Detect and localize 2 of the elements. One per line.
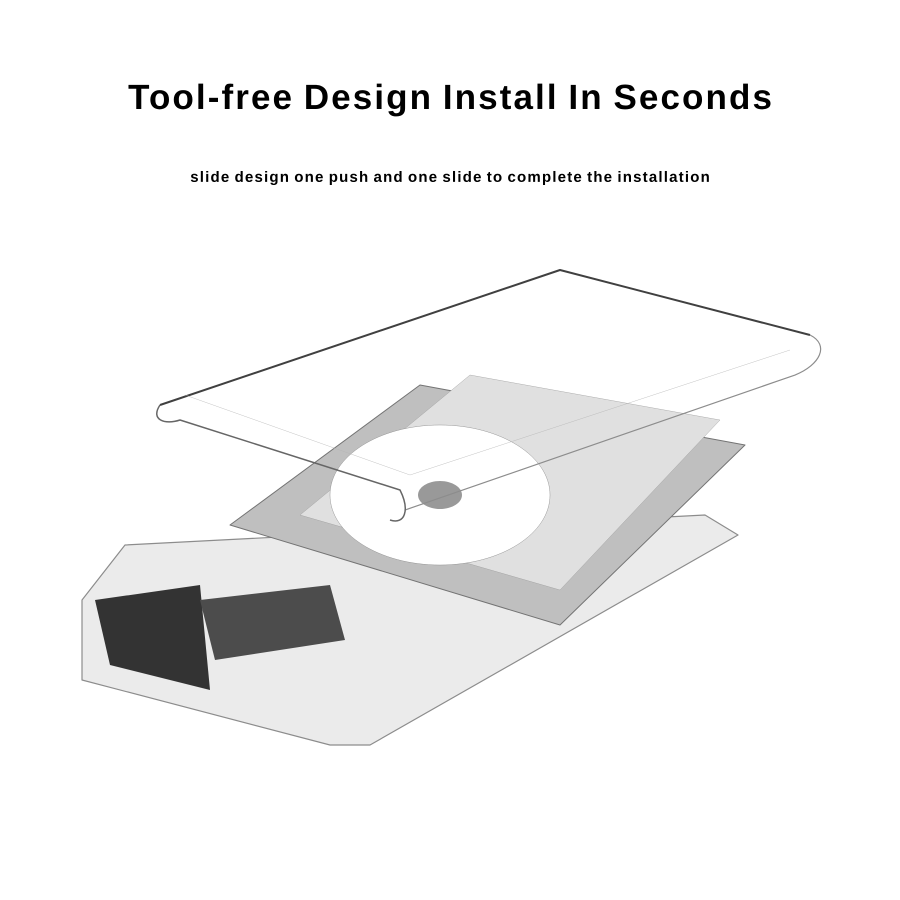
subtitle: slide design one push and one slide to complete the installation <box>190 170 709 186</box>
title: Tool-free Design Install In Seconds <box>128 84 771 116</box>
